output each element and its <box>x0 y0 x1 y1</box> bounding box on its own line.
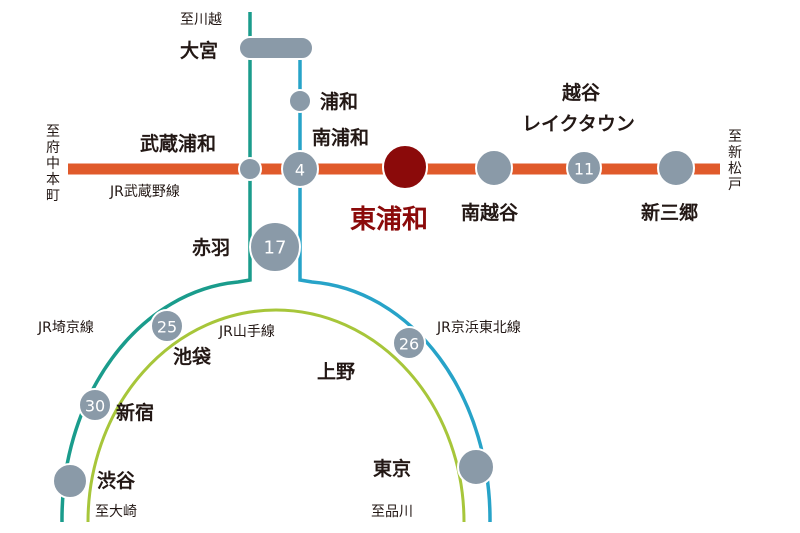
station-label-musashi-urawa: 武蔵浦和 <box>140 132 216 155</box>
station-label-koshigaya: 越谷 <box>561 81 601 104</box>
station-akabane[interactable] <box>249 221 301 273</box>
station-ikebukuro[interactable] <box>150 309 184 343</box>
station-omiya[interactable] <box>238 36 314 60</box>
station-musashi-urawa[interactable] <box>238 157 262 181</box>
svg-text:新: 新 <box>728 145 742 161</box>
station-label-minami-urawa: 南浦和 <box>312 126 369 149</box>
minutes-koshigaya-laketown: 11 <box>574 160 594 179</box>
station-label-akabane: 赤羽 <box>192 237 230 259</box>
station-shin-misato[interactable] <box>657 149 695 187</box>
minutes-akabane: 17 <box>264 238 287 259</box>
direction-kawagoe: 至川越 <box>180 12 222 28</box>
station-label-ueno: 上野 <box>317 361 355 383</box>
svg-text:松: 松 <box>728 161 742 177</box>
station-label-shibuya: 渋谷 <box>97 469 136 492</box>
saikyo-line <box>60 12 252 523</box>
station-label-shinjuku: 新宿 <box>116 401 154 424</box>
station-label-urawa: 浦和 <box>320 90 358 113</box>
station-label-laketown: レイクタウン <box>522 113 635 135</box>
direction-shinagawa: 至品川 <box>371 504 413 520</box>
station-label-omiya: 大宮 <box>180 39 218 62</box>
line-label-keihin-tohoku: JR京浜東北線 <box>436 320 521 336</box>
station-minami-koshigaya[interactable] <box>475 149 513 187</box>
line-label-yamanote: JR山手線 <box>218 324 275 340</box>
svg-text:至: 至 <box>728 129 742 145</box>
station-label-higashi-urawa: 東浦和 <box>350 204 428 235</box>
station-label-ikebukuro: 池袋 <box>173 345 212 368</box>
station-label-minami-koshigaya: 南越谷 <box>461 201 519 224</box>
station-ueno[interactable] <box>392 326 426 360</box>
direction-fuchu: 至 府 中 本 町 <box>46 124 60 204</box>
direction-shinmatsudo: 至 新 松 戸 <box>728 129 742 193</box>
svg-text:中: 中 <box>46 156 60 172</box>
line-label-musashino: JR武蔵野線 <box>109 184 180 200</box>
station-shibuya[interactable] <box>52 463 88 499</box>
station-minami-urawa[interactable] <box>281 150 319 188</box>
station-label-shin-misato: 新三郷 <box>641 201 698 224</box>
yamanote-line <box>86 308 466 523</box>
station-higashi-urawa[interactable] <box>382 144 428 190</box>
line-label-saikyo: JR埼京線 <box>37 320 94 336</box>
minutes-ikebukuro: 25 <box>157 318 177 337</box>
station-shinjuku[interactable] <box>78 388 112 422</box>
minutes-shinjuku: 30 <box>85 397 105 416</box>
station-koshigaya-laketown[interactable] <box>566 150 602 186</box>
svg-text:本: 本 <box>46 172 60 188</box>
station-urawa[interactable] <box>288 89 312 113</box>
minutes-ueno: 26 <box>399 335 419 354</box>
minutes-minami-urawa: 4 <box>295 161 305 180</box>
svg-text:町: 町 <box>46 188 60 204</box>
svg-text:戸: 戸 <box>728 177 742 193</box>
direction-osaki: 至大崎 <box>95 504 137 520</box>
station-label-tokyo: 東京 <box>373 457 411 480</box>
svg-text:府: 府 <box>46 140 60 156</box>
svg-text:至: 至 <box>46 124 60 140</box>
station-tokyo[interactable] <box>457 448 495 486</box>
